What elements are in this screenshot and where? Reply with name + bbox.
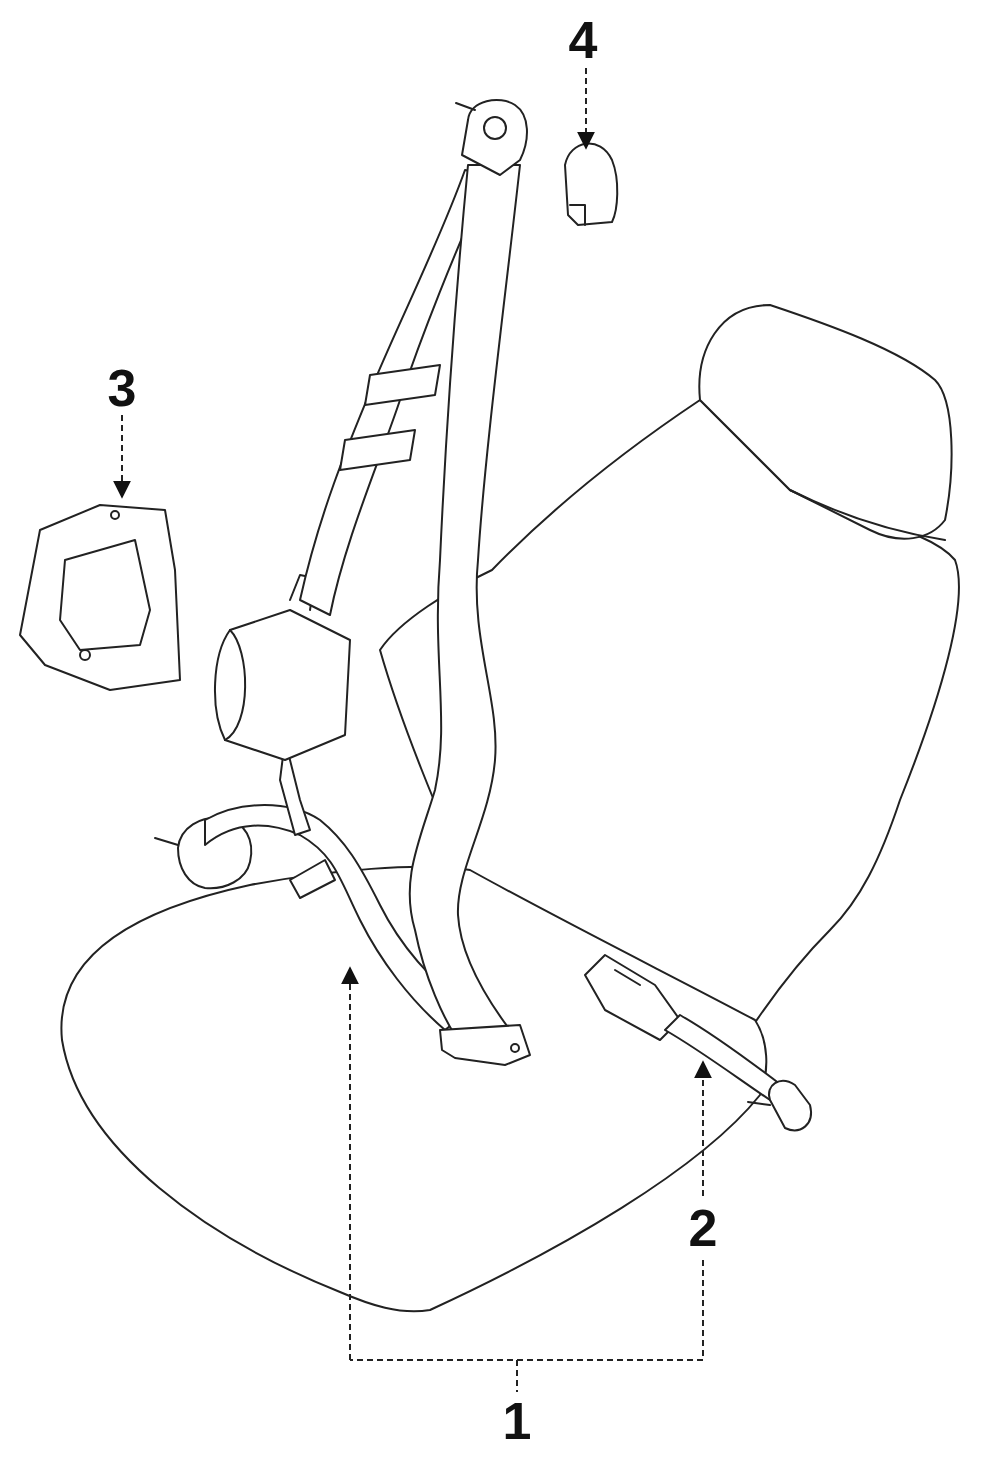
upper-anchor — [462, 100, 527, 175]
callout-number: 3 — [108, 362, 137, 414]
strap-guide — [340, 430, 415, 470]
trim-opening — [60, 540, 150, 650]
strap-guide — [365, 365, 440, 405]
shoulder-webbing — [410, 165, 520, 1035]
headrest — [699, 305, 951, 539]
leader-line — [121, 415, 123, 497]
buckle-slot — [615, 970, 640, 985]
callout-number: 1 — [503, 1395, 532, 1447]
leader-line — [585, 68, 587, 148]
anchor-hole — [484, 117, 506, 139]
buckle — [585, 955, 680, 1040]
buckle-stalk — [665, 1015, 785, 1100]
seat-cushion — [61, 867, 766, 1311]
buckle-anchor — [769, 1081, 811, 1130]
leader-line — [702, 1062, 704, 1196]
bracket-line — [350, 1260, 703, 1360]
webbing-stop — [290, 860, 335, 898]
bolt-cover — [565, 144, 617, 225]
callout-number: 4 — [569, 14, 598, 66]
trim-cover — [20, 505, 180, 690]
retractor — [215, 610, 350, 760]
anchor-bolt — [456, 103, 475, 110]
plate-hole — [511, 1044, 519, 1052]
callout-number: 2 — [689, 1202, 718, 1254]
anchor-bolt — [155, 838, 178, 845]
cover-notch — [570, 205, 585, 225]
anchor-bolt — [748, 1102, 770, 1105]
headrest-line — [790, 490, 945, 540]
lower-anchor-plate — [440, 1025, 530, 1065]
trim-hole — [111, 511, 119, 519]
leader-line — [349, 968, 351, 1360]
trim-hole — [80, 650, 90, 660]
retractor-cap — [225, 630, 245, 740]
leader-line — [516, 1360, 518, 1392]
